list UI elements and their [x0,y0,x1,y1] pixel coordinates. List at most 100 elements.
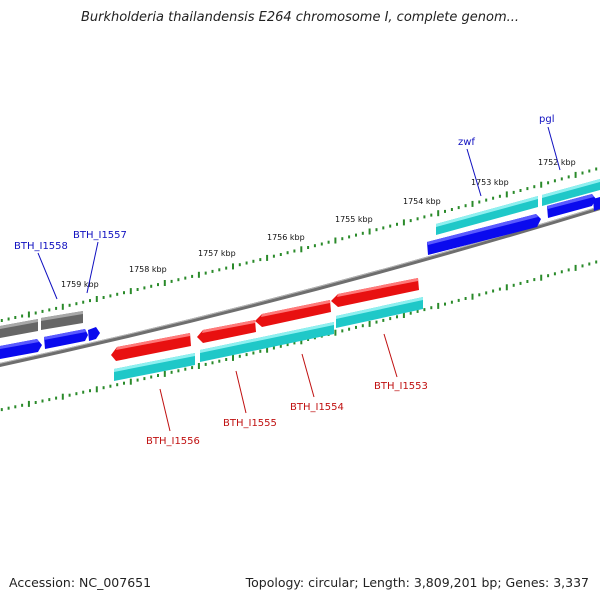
label-bth-i1553[interactable]: BTH_I1553 [374,381,428,392]
label-bth-i1558[interactable]: BTH_I1558 [14,241,68,252]
gene-pgl[interactable] [547,194,596,218]
leader-bth-i1558 [37,252,58,300]
outer-tick [533,185,536,189]
outer-tick [464,204,467,208]
tick-label-1758: 1758 kbp [129,265,167,274]
label-bth-i1554[interactable]: BTH_I1554 [290,402,344,413]
inner-tick [423,308,426,312]
inner-tick [492,289,495,293]
inner-tick [279,344,282,348]
outer-tick [75,302,78,306]
accession-text: Accession: NC_007651 [9,575,152,590]
label-bth-i1557[interactable]: BTH_I1557 [73,230,127,241]
inner-tick [211,361,214,365]
outer-tick [218,268,221,272]
outer-tick [526,187,529,191]
inner-tick [526,280,529,283]
outer-tick [368,228,371,235]
outer-tick [279,253,282,256]
outer-tick [553,179,556,183]
outer-tick [389,224,392,228]
inner-tick [416,309,419,313]
outer-tick [116,292,119,296]
genome-summary-text: Topology: circular; Length: 3,809,201 bp… [245,575,589,590]
gene-bth-i1558[interactable] [0,339,42,359]
inner-tick [478,293,481,297]
outer-tick [48,308,51,312]
inner-tick [375,320,378,324]
inner-tick [204,362,207,366]
outer-tick [341,237,344,241]
inner-tick [61,393,64,400]
inner-tick [116,383,119,387]
inner-tick [89,389,91,393]
label-bth-i1556[interactable]: BTH_I1556 [146,436,200,447]
inner-tick [437,302,440,309]
outer-tick [293,249,296,253]
gene-zwf[interactable] [427,214,541,255]
inner-tick [109,384,112,388]
outer-tick [7,317,10,321]
outer-tick [512,190,515,194]
tick-labels: 1752 kbp 1753 kbp 1754 kbp 1755 kbp 1756… [61,158,576,289]
leader-bth-i1556 [159,388,171,432]
gene-bth-i1555[interactable] [197,320,256,343]
inner-tick [512,283,515,287]
gene-small-forward[interactable] [88,327,100,341]
inner-tick [286,343,289,347]
inner-tick [553,272,556,276]
inner-tick [334,329,337,336]
outer-tick [170,279,173,283]
label-bth-i1555[interactable]: BTH_I1555 [223,418,277,429]
outer-tick [129,288,132,295]
label-zwf[interactable]: zwf [458,137,475,148]
inner-tick [252,351,255,355]
inner-tick [464,297,467,300]
inner-tick [272,346,275,350]
outer-tick [560,177,563,181]
inner-tick [533,278,536,282]
outer-tick [361,231,364,235]
forward-genes [0,194,600,359]
inner-tick [567,268,570,272]
inner-tick [450,300,453,304]
gene-bth-i1553[interactable] [331,278,419,307]
inner-tick [95,386,98,393]
inner-tick [341,329,344,333]
tick-label-1755: 1755 kbp [335,215,373,224]
outer-tick [266,254,269,261]
outer-tick [232,263,234,270]
inner-tick [540,274,543,281]
outer-tick [252,259,255,263]
inner-tick [27,400,30,407]
inner-tick [41,399,44,403]
inner-tick [595,260,598,264]
inner-tick [382,318,385,322]
forward-cds-features [436,179,600,235]
inner-tick [238,354,241,358]
outer-tick [150,284,153,288]
tick-label-1754: 1754 kbp [403,197,441,206]
gene-bth-i1556[interactable] [111,333,191,361]
inner-tick [581,264,584,268]
gene-bth-i1557[interactable] [44,329,88,349]
inner-tick [170,370,173,374]
reverse-cds-features [114,297,423,381]
outer-tick [327,240,330,244]
leader-pgl [547,126,561,171]
inner-tick [177,369,180,373]
inner-tick [55,396,58,400]
gene-continued-right[interactable] [593,197,600,211]
outer-tick-track [0,167,598,322]
label-pgl[interactable]: pgl [539,114,554,125]
gene-bth-i1554[interactable] [255,300,331,327]
outer-tick [478,200,481,204]
inner-tick [232,354,234,361]
outer-tick [334,237,337,244]
outer-tick [320,242,323,246]
inner-tick [409,311,412,315]
inner-tick [355,325,357,329]
outer-tick [204,271,207,275]
inner-tick [68,393,71,397]
outer-tick [382,226,385,230]
